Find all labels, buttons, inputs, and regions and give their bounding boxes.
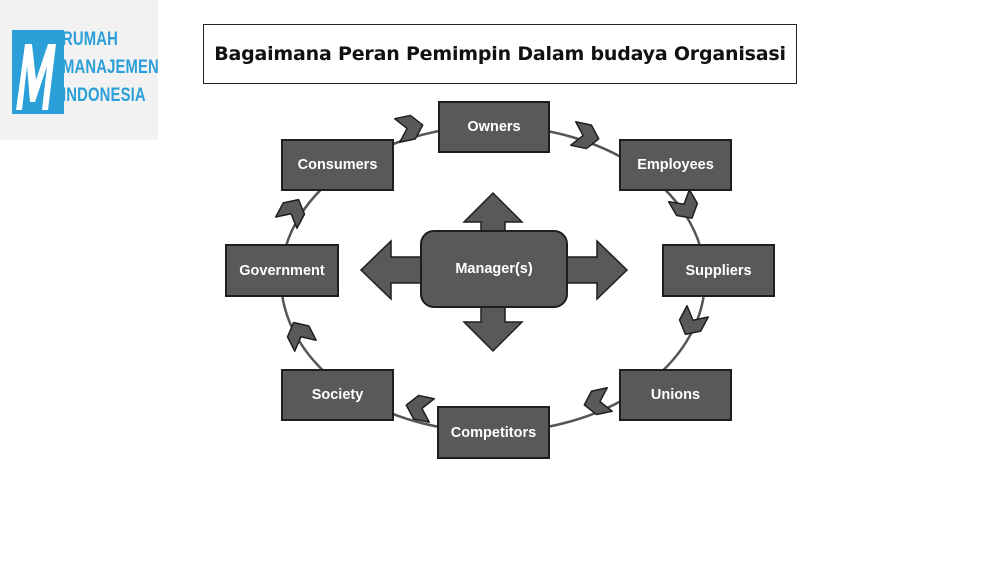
- arrow-up-from-manager: [462, 191, 524, 234]
- node-unions: Unions: [619, 369, 732, 421]
- cycle-arrow-competitors-to-society: [405, 394, 435, 423]
- cycle-arrows: [275, 114, 709, 423]
- cycle-arrow-government-to-consumers: [275, 198, 306, 229]
- arrow-right-from-manager: [564, 239, 629, 301]
- cycle-arrow-owners-to-employees: [570, 121, 600, 150]
- arrow-down-from-manager: [462, 305, 524, 353]
- manager-box: Manager(s): [420, 230, 568, 308]
- cycle-arrow-suppliers-to-unions: [678, 305, 709, 336]
- title-box: Bagaimana Peran Pemimpin Dalam budaya Or…: [203, 24, 797, 84]
- cycle-arrow-employees-to-suppliers: [667, 188, 699, 219]
- node-owners: Owners: [438, 101, 550, 153]
- node-society: Society: [281, 369, 394, 421]
- node-suppliers: Suppliers: [662, 244, 775, 297]
- page-title: Bagaimana Peran Pemimpin Dalam budaya Or…: [214, 43, 786, 65]
- node-employees: Employees: [619, 139, 732, 191]
- logo-text-line-3: INDONESIA: [62, 85, 146, 106]
- node-government: Government: [225, 244, 339, 297]
- cycle-arrow-consumers-to-owners: [394, 114, 424, 143]
- logo: RUMAH MANAJEMEN INDONESIA: [0, 0, 159, 140]
- cycle-arrow-unions-to-competitors: [583, 387, 613, 416]
- logo-text-line-1: RUMAH: [62, 29, 118, 50]
- arrow-left-from-manager: [359, 239, 424, 301]
- node-consumers: Consumers: [281, 139, 394, 191]
- logo-text-line-2: MANAJEMEN: [62, 57, 159, 78]
- cycle-arrow-society-to-government: [286, 321, 317, 352]
- logo-m-mark: [12, 30, 64, 114]
- node-competitors: Competitors: [437, 406, 550, 459]
